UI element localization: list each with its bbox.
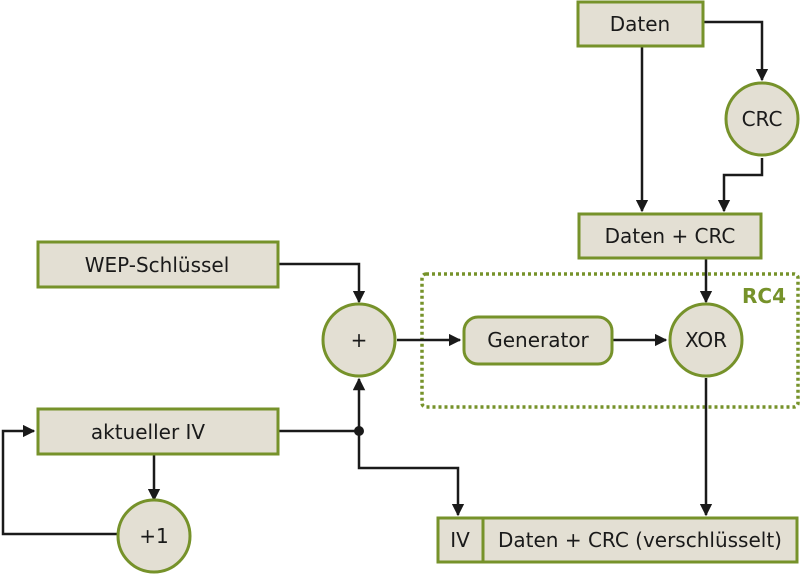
daten-label: Daten — [610, 12, 670, 36]
daten-crc-box: Daten + CRC — [577, 212, 763, 260]
wep-key-box: WEP-Schlüssel — [36, 240, 280, 289]
xor-node: XOR — [668, 302, 744, 378]
xor-label: XOR — [685, 328, 727, 352]
output-iv-label: IV — [450, 528, 470, 552]
current-iv-box: aktueller IV — [36, 407, 280, 456]
generator-label: Generator — [487, 328, 589, 352]
wire-crc-to-datencrc — [717, 158, 764, 213]
wire-junction-to-output-iv — [357, 431, 465, 517]
increment-label: +1 — [139, 524, 168, 548]
plus-label: + — [351, 328, 368, 352]
generator-box: Generator — [462, 315, 614, 366]
increment-node: +1 — [116, 498, 192, 574]
wire-increment-feedback — [1, 424, 117, 536]
wep-key-label: WEP-Schlüssel — [85, 253, 230, 277]
daten-box: Daten — [576, 0, 705, 48]
wire-daten-to-crc — [703, 20, 769, 82]
output-packet-frame — [436, 516, 799, 564]
daten-crc-label: Daten + CRC — [605, 224, 736, 248]
current-iv-label: aktueller IV — [91, 420, 206, 444]
junction-dot — [354, 426, 364, 436]
output-packet: IV Daten + CRC (verschlüsselt) — [436, 516, 799, 564]
plus-node: + — [321, 302, 397, 378]
rc4-label: RC4 — [742, 284, 786, 308]
output-data-label: Daten + CRC (verschlüsselt) — [498, 528, 782, 552]
wire-key-to-plus — [278, 262, 366, 304]
crc-label: CRC — [742, 107, 783, 131]
crc-node: CRC — [724, 81, 800, 157]
